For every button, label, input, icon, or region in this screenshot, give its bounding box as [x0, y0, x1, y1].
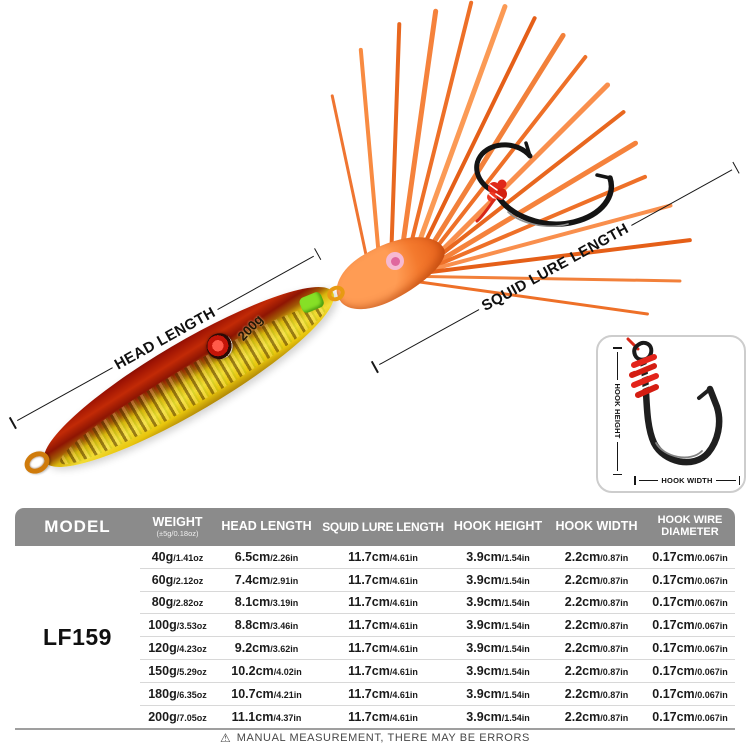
spec-row: 180g/6.35oz 10.7cm/4.21in 11.7cm/4.61in …: [140, 683, 735, 706]
cell-squid-lure-length: 11.7cm/4.61in: [348, 549, 418, 564]
measure-tick: [634, 476, 636, 485]
cell-wire-diameter: 0.17cm/0.067in: [652, 549, 728, 564]
measure-line: [616, 441, 619, 471]
cell-hook-height: 3.9cm/1.54in: [466, 641, 530, 656]
col-weight: WEIGHT (±5g/0.18oz): [140, 515, 215, 539]
cell-squid-lure-length: 11.7cm/4.61in: [348, 572, 418, 587]
footer-note: ⚠ MANUAL MEASUREMENT, THERE MAY BE ERROR…: [0, 732, 750, 744]
warning-text: MANUAL MEASUREMENT, THERE MAY BE ERRORS: [236, 732, 530, 744]
hook-icon: [626, 337, 723, 466]
measure-tick: [732, 161, 740, 174]
cell-wire-diameter: 0.17cm/0.067in: [652, 686, 728, 701]
cell-wire-diameter: 0.17cm/0.067in: [652, 663, 728, 678]
cell-wire-diameter: 0.17cm/0.067in: [652, 641, 728, 656]
measure-tick: [313, 248, 322, 261]
cell-squid-lure-length: 11.7cm/4.61in: [348, 595, 418, 610]
cell-hook-height: 3.9cm/1.54in: [466, 618, 530, 633]
product-photo: 200g HEAD LENGTH SQUID LURE LENGTH: [8, 0, 746, 493]
cell-hook-width: 2.2cm/0.87in: [564, 663, 629, 678]
cell-head-length: 6.5cm/2.26in: [234, 549, 299, 564]
cell-hook-height: 3.9cm/1.54in: [466, 686, 530, 701]
hook-width-label: HOOK WIDTH: [661, 476, 713, 485]
cell-weight: 180g/6.35oz: [148, 686, 207, 701]
spec-row: 200g/7.05oz 11.1cm/4.37in 11.7cm/4.61in …: [140, 706, 735, 729]
warning-icon: ⚠: [220, 731, 231, 745]
col-weight-tolerance: (±5g/0.18oz): [156, 529, 199, 539]
cell-head-length: 10.7cm/4.21in: [231, 686, 302, 701]
measure-tick: [8, 417, 17, 430]
cell-weight: 200g/7.05oz: [148, 709, 207, 724]
cell-hook-width: 2.2cm/0.87in: [564, 595, 629, 610]
measure-tick: [738, 476, 741, 485]
col-squid-lure-length: SQUID LURE LENGTH: [322, 519, 444, 534]
cell-head-length: 10.2cm/4.02in: [231, 663, 302, 678]
squid-pupil: [390, 256, 400, 266]
col-head-length: HEAD LENGTH: [221, 519, 312, 534]
measure-line: [378, 308, 480, 366]
spec-row: 60g/2.12oz 7.4cm/2.91in 11.7cm/4.61in 3.…: [140, 569, 735, 592]
cell-squid-lure-length: 11.7cm/4.61in: [348, 686, 418, 701]
cell-hook-height: 3.9cm/1.54in: [466, 549, 530, 564]
col-hook-height: HOOK HEIGHT: [453, 519, 543, 534]
cell-hook-width: 2.2cm/0.87in: [564, 686, 629, 701]
cell-weight: 80g/2.82oz: [151, 595, 204, 610]
spec-table-body: LF159 40g/1.41oz 6.5cm/2.26in 11.7cm/4.6…: [15, 546, 735, 731]
spec-table: MODEL WEIGHT (±5g/0.18oz) HEAD LENGTH SQ…: [15, 508, 735, 731]
hook-height-measure: HOOK HEIGHT: [613, 347, 622, 475]
spec-row: 150g/5.29oz 10.2cm/4.02in 11.7cm/4.61in …: [140, 660, 735, 683]
cell-hook-width: 2.2cm/0.87in: [564, 618, 629, 633]
cell-hook-height: 3.9cm/1.54in: [466, 595, 530, 610]
cell-head-length: 8.1cm/3.19in: [234, 595, 299, 610]
cell-hook-height: 3.9cm/1.54in: [466, 572, 530, 587]
cell-wire-diameter: 0.17cm/0.067in: [652, 572, 728, 587]
col-hook-wire-diameter: HOOK WIRE DIAMETER: [657, 514, 723, 538]
hook-diagram: HOOK HEIGHT HOOK WIDTH: [596, 335, 746, 493]
cell-hook-width: 2.2cm/0.87in: [564, 549, 629, 564]
spec-rows: 40g/1.41oz 6.5cm/2.26in 11.7cm/4.61in 3.…: [140, 546, 735, 728]
cell-squid-lure-length: 11.7cm/4.61in: [348, 641, 418, 656]
measure-line: [638, 479, 659, 482]
cell-weight: 100g/3.53oz: [148, 618, 207, 633]
cell-squid-lure-length: 11.7cm/4.61in: [348, 618, 418, 633]
hook-width-measure: HOOK WIDTH: [634, 476, 741, 485]
measure-tick: [370, 361, 379, 374]
measure-tick: [613, 347, 622, 349]
spec-row: 120g/4.23oz 9.2cm/3.62in 11.7cm/4.61in 3…: [140, 637, 735, 660]
measure-line: [616, 351, 619, 381]
hook-height-label: HOOK HEIGHT: [613, 383, 622, 439]
cell-squid-lure-length: 11.7cm/4.61in: [348, 709, 418, 724]
cell-wire-diameter: 0.17cm/0.067in: [652, 709, 728, 724]
cell-head-length: 9.2cm/3.62in: [234, 641, 299, 656]
cell-head-length: 8.8cm/3.46in: [234, 618, 299, 633]
spec-row: 40g/1.41oz 6.5cm/2.26in 11.7cm/4.61in 3.…: [140, 546, 735, 569]
cell-wire-diameter: 0.17cm/0.067in: [652, 618, 728, 633]
cell-weight: 150g/5.29oz: [148, 663, 207, 678]
cell-head-length: 7.4cm/2.91in: [234, 572, 299, 587]
cell-weight: 60g/2.12oz: [151, 572, 204, 587]
measure-line: [715, 479, 736, 482]
cell-hook-width: 2.2cm/0.87in: [564, 709, 629, 724]
col-weight-label: WEIGHT: [152, 515, 203, 529]
cell-hook-height: 3.9cm/1.54in: [466, 663, 530, 678]
spec-row: 80g/2.82oz 8.1cm/3.19in 11.7cm/4.61in 3.…: [140, 592, 735, 615]
cell-head-length: 11.1cm/4.37in: [231, 709, 302, 724]
cell-hook-width: 2.2cm/0.87in: [564, 641, 629, 656]
cell-wire-diameter: 0.17cm/0.067in: [652, 595, 728, 610]
squid-eye: [386, 252, 404, 270]
cell-hook-width: 2.2cm/0.87in: [564, 572, 629, 587]
col-model: MODEL: [44, 517, 111, 537]
cell-weight: 120g/4.23oz: [148, 641, 207, 656]
model-value: LF159: [43, 623, 112, 650]
spec-table-header: MODEL WEIGHT (±5g/0.18oz) HEAD LENGTH SQ…: [15, 508, 735, 546]
measure-tick: [613, 473, 622, 475]
cell-hook-height: 3.9cm/1.54in: [466, 709, 530, 724]
cell-weight: 40g/1.41oz: [151, 549, 204, 564]
col-hook-width: HOOK WIDTH: [555, 519, 638, 534]
spec-row: 100g/3.53oz 8.8cm/3.46in 11.7cm/4.61in 3…: [140, 614, 735, 638]
assist-hooks-icon: [474, 141, 615, 227]
cell-squid-lure-length: 11.7cm/4.61in: [348, 663, 418, 678]
